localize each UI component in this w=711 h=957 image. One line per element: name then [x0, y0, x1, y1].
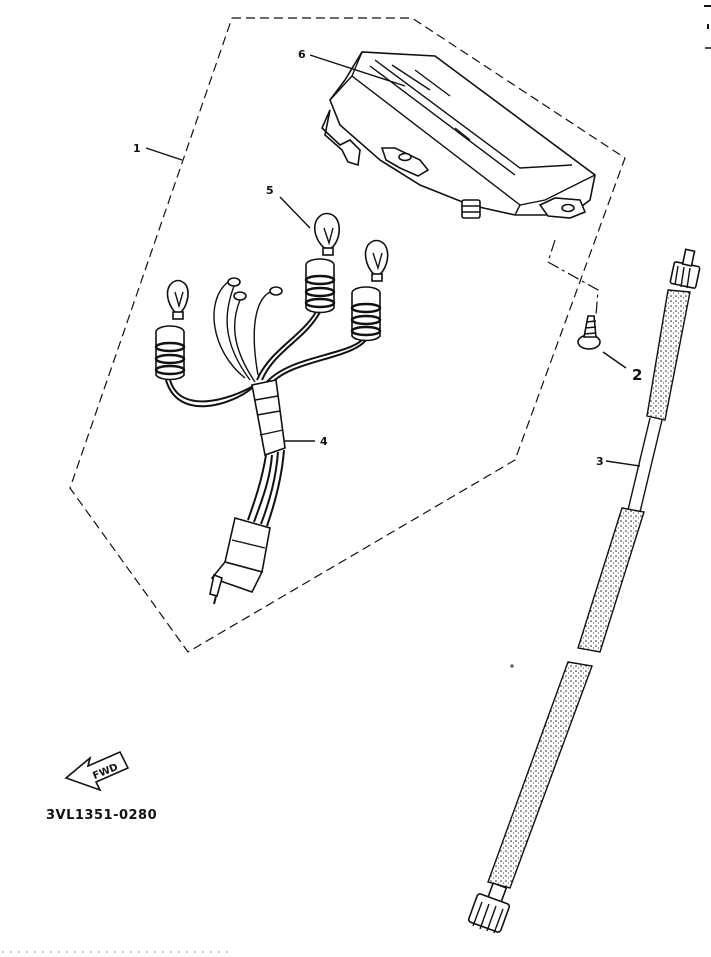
callout-1: 1 [133, 142, 141, 155]
wire-harness [154, 258, 382, 605]
speedometer-cable [467, 248, 701, 934]
assembly-boundary [69, 17, 626, 653]
part-code: 3VL1351-0280 [46, 808, 158, 823]
meter-housing [321, 51, 596, 219]
screw [577, 315, 601, 350]
callout-4: 4 [320, 435, 328, 448]
bulbs [166, 212, 389, 320]
callout-3: 3 [596, 455, 604, 468]
callouts: 1 2 3 4 5 6 [133, 48, 642, 468]
speck [510, 664, 514, 668]
callout-5: 5 [266, 184, 274, 197]
corner-marks [704, 5, 711, 49]
callout-6: 6 [298, 48, 306, 61]
leader-housing-to-screw [547, 239, 599, 316]
callout-2: 2 [632, 366, 642, 384]
fwd-arrow-icon: FWD [64, 750, 130, 792]
